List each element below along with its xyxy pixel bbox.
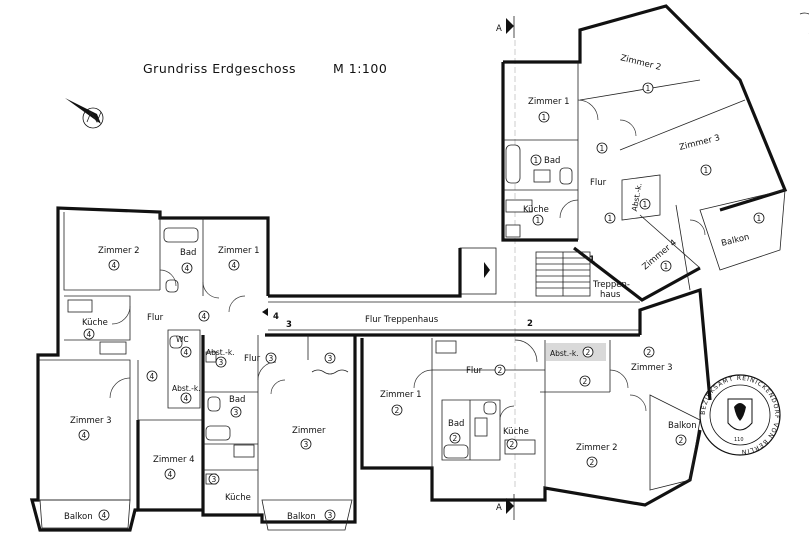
svg-text:Zimmer 4: Zimmer 4 xyxy=(153,455,195,465)
svg-text:Küche: Küche xyxy=(523,205,549,215)
svg-text:1: 1 xyxy=(646,84,651,93)
svg-text:2: 2 xyxy=(510,440,515,449)
svg-text:A: A xyxy=(496,503,502,513)
svg-text:Flur: Flur xyxy=(590,178,607,188)
svg-text:1: 1 xyxy=(643,200,648,209)
svg-text:3: 3 xyxy=(328,354,333,363)
svg-text:Flur Treppenhaus: Flur Treppenhaus xyxy=(365,315,439,325)
svg-text:Küche: Küche xyxy=(82,318,108,328)
svg-text:1: 1 xyxy=(704,166,709,175)
svg-text:1: 1 xyxy=(608,214,613,223)
plan-scale: M 1:100 xyxy=(333,61,387,76)
svg-text:4: 4 xyxy=(102,511,107,520)
svg-text:2: 2 xyxy=(679,436,684,445)
svg-text:A: A xyxy=(496,24,502,34)
svg-text:Treppen-: Treppen- xyxy=(592,280,630,290)
unit-1: Zimmer 1 1 Zimmer 2 1 Zimmer 3 1 Zimmer … xyxy=(459,4,788,302)
svg-text:3: 3 xyxy=(219,358,224,367)
unit-3: Zimmer 3 Flur 3 3 Abst.-k. 3 Bad 3 3 Küc… xyxy=(201,335,357,531)
svg-text:Abst.-k.: Abst.-k. xyxy=(206,348,235,357)
svg-text:Bad: Bad xyxy=(448,419,464,429)
section-mark-top: A xyxy=(496,16,515,38)
svg-text:2: 2 xyxy=(590,458,595,467)
unit-2: Zimmer 1 2 Zimmer 2 2 Zimmer 3 2 Flur 2 … xyxy=(360,287,712,507)
svg-text:Balkon: Balkon xyxy=(668,421,697,431)
stair-mark-3: 3 xyxy=(286,320,292,330)
svg-text:4: 4 xyxy=(150,372,155,381)
svg-text:3: 3 xyxy=(269,354,274,363)
svg-text:Flur: Flur xyxy=(244,354,261,364)
svg-text:Zimmer 3: Zimmer 3 xyxy=(70,416,112,426)
svg-text:110: 110 xyxy=(734,437,744,443)
svg-text:Zimmer 1: Zimmer 1 xyxy=(380,390,422,400)
north-arrow-icon xyxy=(65,98,104,129)
svg-text:haus: haus xyxy=(600,290,621,300)
svg-text:3: 3 xyxy=(328,511,333,520)
svg-text:1: 1 xyxy=(536,216,541,225)
svg-text:Balkon: Balkon xyxy=(720,232,750,249)
svg-text:Zimmer 1: Zimmer 1 xyxy=(218,246,260,256)
svg-text:Flur: Flur xyxy=(147,313,164,323)
stair-mark-4: 4 xyxy=(273,312,279,322)
svg-text:WC: WC xyxy=(176,335,189,344)
svg-text:Zimmer 3: Zimmer 3 xyxy=(631,363,673,373)
svg-text:2: 2 xyxy=(395,406,400,415)
svg-text:Zimmer 2: Zimmer 2 xyxy=(576,443,618,453)
svg-text:1: 1 xyxy=(534,156,539,165)
svg-text:Zimmer 2: Zimmer 2 xyxy=(619,53,662,73)
corridor: Flur Treppenhaus 3 2 4 xyxy=(262,248,640,337)
svg-text:4: 4 xyxy=(202,312,207,321)
svg-text:Abst.-k.: Abst.-k. xyxy=(550,349,579,358)
svg-text:Abst.-k.: Abst.-k. xyxy=(172,384,201,393)
svg-text:Zimmer 2: Zimmer 2 xyxy=(98,246,140,256)
svg-text:3: 3 xyxy=(212,475,217,484)
svg-text:2: 2 xyxy=(453,434,458,443)
svg-text:4: 4 xyxy=(184,394,189,403)
svg-text:2: 2 xyxy=(498,366,503,375)
official-seal: BEZIRKSAMT REINICKENDORF VON BERLIN 110 xyxy=(699,374,781,456)
svg-text:1: 1 xyxy=(757,214,762,223)
svg-text:Küche: Küche xyxy=(225,493,251,503)
svg-text:1: 1 xyxy=(542,113,547,122)
svg-text:3: 3 xyxy=(304,440,309,449)
svg-text:Zimmer 4: Zimmer 4 xyxy=(641,238,679,272)
svg-text:4: 4 xyxy=(184,348,189,357)
svg-text:4: 4 xyxy=(185,264,190,273)
svg-text:Küche: Küche xyxy=(503,427,529,437)
plan-title: Grundriss Erdgeschoss xyxy=(143,61,296,76)
svg-text:Zimmer: Zimmer xyxy=(292,426,326,436)
section-mark-bottom: A xyxy=(496,494,515,520)
svg-text:1: 1 xyxy=(664,262,669,271)
svg-text:Balkon: Balkon xyxy=(64,512,93,522)
svg-text:4: 4 xyxy=(112,261,117,270)
svg-text:4: 4 xyxy=(232,261,237,270)
svg-text:4: 4 xyxy=(87,330,92,339)
svg-text:Zimmer 3: Zimmer 3 xyxy=(678,133,721,153)
stair-mark-2: 2 xyxy=(527,319,533,329)
svg-text:Bad: Bad xyxy=(229,395,245,405)
svg-text:2: 2 xyxy=(647,348,652,357)
svg-text:4: 4 xyxy=(168,470,173,479)
svg-text:1: 1 xyxy=(600,144,605,153)
stair-mark-1: 1 xyxy=(589,255,595,265)
svg-text:4: 4 xyxy=(82,431,87,440)
unit-4: Zimmer 2 4 Zimmer 1 4 Bad 4 Küche 4 Flur… xyxy=(29,206,270,532)
svg-text:2: 2 xyxy=(586,348,591,357)
svg-text:Balkon: Balkon xyxy=(287,512,316,522)
svg-text:Flur: Flur xyxy=(466,366,483,376)
svg-text:Zimmer 1: Zimmer 1 xyxy=(528,97,570,107)
svg-text:2: 2 xyxy=(583,377,588,386)
svg-text:3: 3 xyxy=(234,408,239,417)
svg-text:Bad: Bad xyxy=(180,248,196,258)
svg-text:Bad: Bad xyxy=(544,156,560,166)
